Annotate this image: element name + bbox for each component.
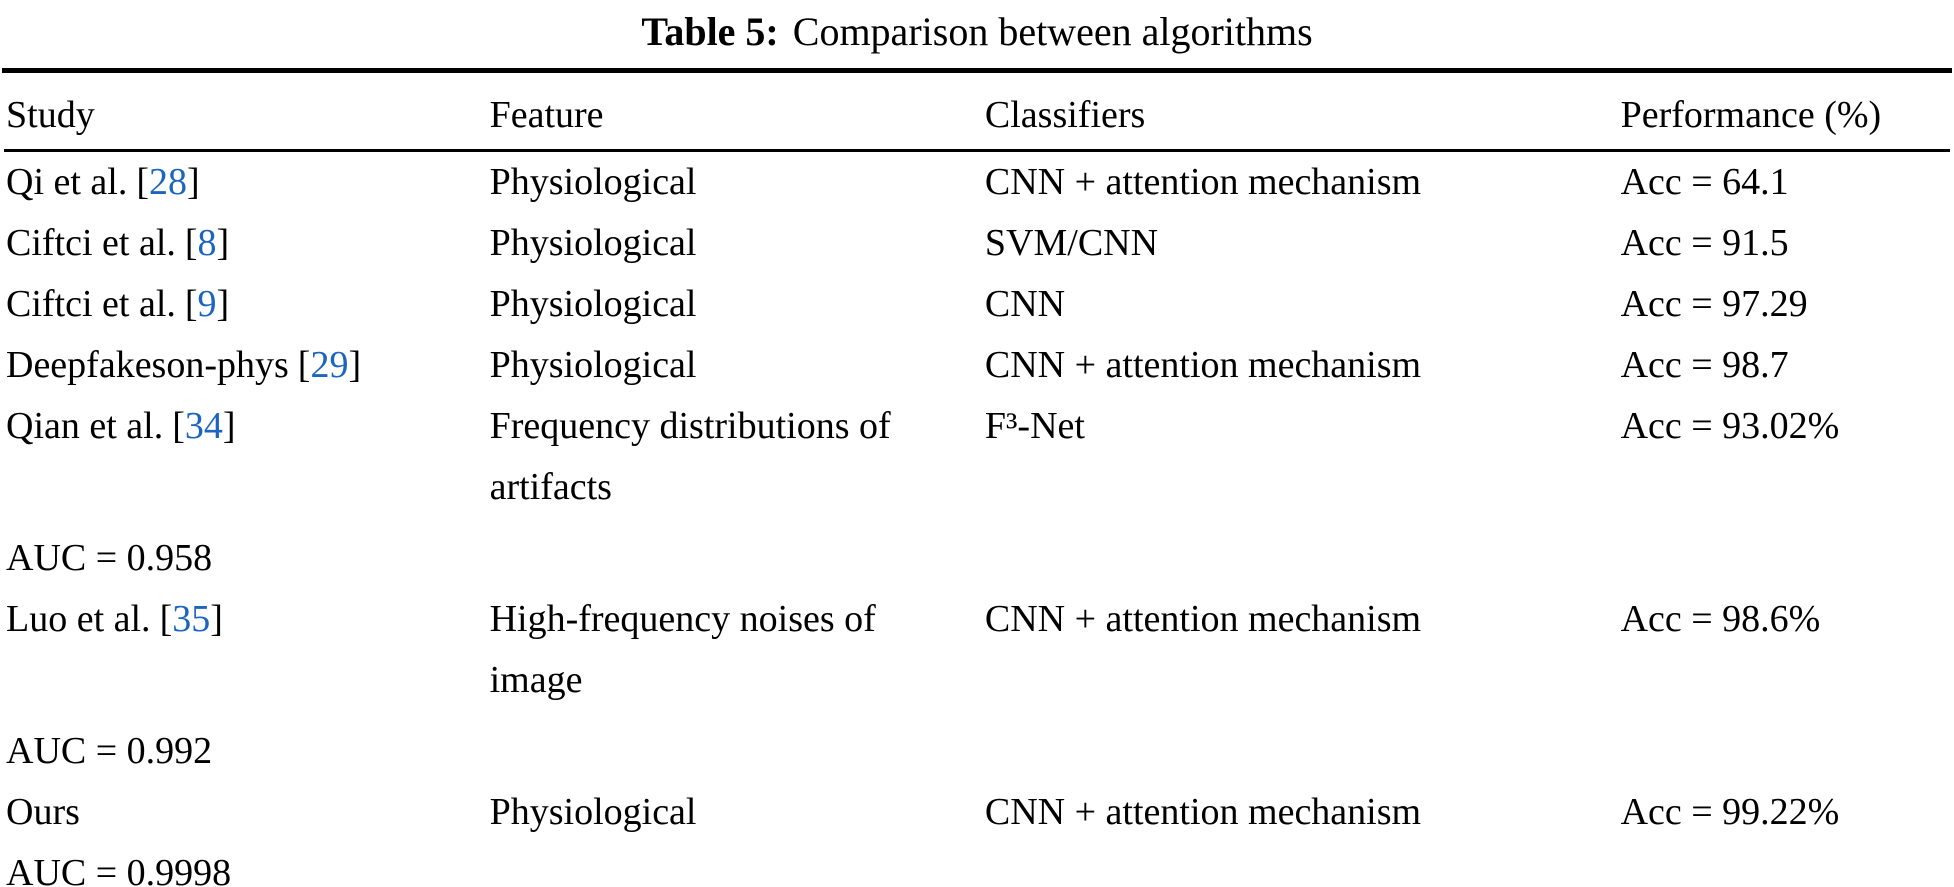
- study-cell: Qian et al.[34]: [2, 396, 486, 457]
- classifiers-cell: SVM/CNN: [984, 222, 1159, 264]
- citation: [9]: [185, 283, 229, 325]
- study-name: Ciftci et al.: [6, 283, 176, 325]
- study-name: Ours: [6, 791, 80, 833]
- top-rule: [2, 68, 1952, 73]
- table-row: Ours Physiological CNN + attention mecha…: [2, 782, 1952, 887]
- table-caption: Table 5: Comparison between algorithms: [0, 0, 1954, 62]
- citation-link[interactable]: 28: [149, 161, 188, 203]
- study-cell: Ours: [2, 782, 486, 843]
- table-header-row: Study Feature Classifiers Performance (%…: [2, 73, 1952, 149]
- study-cell: Ciftci et al.[8]: [2, 213, 486, 274]
- citation-open-bracket: [: [184, 222, 198, 264]
- table-row: Luo et al.[35] High-frequency noises of …: [2, 589, 1952, 782]
- auc-line: AUC = 0.992: [6, 730, 213, 772]
- citation-close-bracket: ]: [210, 598, 223, 640]
- table-row: Deepfakeson-phys[29] Physiological CNN +…: [2, 335, 1952, 396]
- citation: [28]: [136, 161, 199, 203]
- feature-cell: Physiological: [489, 283, 697, 325]
- citation-link[interactable]: 9: [197, 283, 217, 325]
- citation-open-bracket: [: [172, 405, 185, 447]
- study-cell: Qi et al.[28]: [2, 152, 486, 213]
- table-caption-label: Table 5:: [641, 9, 779, 54]
- table-caption-text: Comparison between algorithms: [792, 9, 1313, 54]
- performance-cell: Acc = 97.29: [1620, 283, 1808, 325]
- citation-link[interactable]: 34: [184, 405, 223, 447]
- classifiers-cell: CNN + attention mechanism: [984, 598, 1422, 640]
- auc-line: AUC = 0.958: [6, 537, 213, 579]
- citation-open-bracket: [: [297, 344, 311, 386]
- citation-close-bracket: ]: [216, 222, 230, 264]
- performance-cell: Acc = 93.02%: [1620, 405, 1840, 447]
- study-name: Qian et al.: [6, 405, 164, 447]
- feature-cell: Physiological: [489, 344, 697, 386]
- performance-cell: Acc = 64.1: [1620, 161, 1789, 203]
- table-row: Qian et al.[34] Frequency distributions …: [2, 396, 1952, 589]
- classifiers-cell: F³-Net: [984, 405, 1085, 447]
- citation: [34]: [172, 405, 235, 447]
- comparison-table: Study Feature Classifiers Performance (%…: [2, 73, 1952, 887]
- column-header-classifiers: Classifiers: [984, 94, 1146, 136]
- citation: [35]: [160, 598, 223, 640]
- performance-cell: Acc = 98.7: [1620, 344, 1789, 386]
- table-row: Ciftci et al.[8] Physiological SVM/CNN A…: [2, 213, 1952, 274]
- auc-line: AUC = 0.9998: [6, 852, 232, 887]
- citation: [29]: [298, 344, 361, 386]
- performance-cell: Acc = 99.22%: [1620, 791, 1840, 833]
- header-rule: [4, 149, 1950, 152]
- classifiers-cell: CNN: [984, 283, 1066, 325]
- study-cell: Ciftci et al.[9]: [2, 274, 486, 335]
- feature-cell: Physiological: [489, 791, 697, 833]
- citation-open-bracket: [: [136, 161, 150, 203]
- column-header-study: Study: [6, 94, 95, 136]
- classifiers-cell: CNN + attention mechanism: [984, 344, 1422, 386]
- study-name: Luo et al.: [6, 598, 151, 640]
- study-cell: Luo et al.[35]: [2, 589, 486, 650]
- performance-cell: Acc = 98.6%: [1620, 598, 1821, 640]
- citation-link[interactable]: 35: [172, 598, 211, 640]
- citation-close-bracket: ]: [187, 161, 200, 203]
- citation-close-bracket: ]: [222, 405, 236, 447]
- feature-cell: Frequency distributions of artifacts: [489, 405, 891, 508]
- study-name: Qi et al.: [6, 161, 128, 203]
- table-body: Qi et al.[28] Physiological CNN + attent…: [2, 152, 1952, 887]
- classifiers-cell: CNN + attention mechanism: [984, 791, 1422, 833]
- study-name: Deepfakeson-phys: [6, 344, 289, 386]
- table-row: Qi et al.[28] Physiological CNN + attent…: [2, 152, 1952, 213]
- citation: [8]: [185, 222, 229, 264]
- column-header-feature: Feature: [489, 94, 604, 136]
- classifiers-cell: CNN + attention mechanism: [984, 161, 1422, 203]
- feature-cell: Physiological: [489, 222, 697, 264]
- citation-link[interactable]: 8: [197, 222, 217, 264]
- study-cell: Deepfakeson-phys[29]: [2, 335, 486, 396]
- performance-cell: Acc = 91.5: [1620, 222, 1789, 264]
- feature-cell: Physiological: [489, 161, 697, 203]
- column-header-performance: Performance (%): [1620, 94, 1882, 136]
- citation-link[interactable]: 29: [310, 344, 349, 386]
- citation-close-bracket: ]: [348, 344, 362, 386]
- citation-open-bracket: [: [159, 598, 173, 640]
- citation-close-bracket: ]: [216, 283, 230, 325]
- study-name: Ciftci et al.: [6, 222, 176, 264]
- table-row: Ciftci et al.[9] Physiological CNN Acc =…: [2, 274, 1952, 335]
- citation-open-bracket: [: [184, 283, 198, 325]
- feature-cell: High-frequency noises of image: [489, 598, 876, 701]
